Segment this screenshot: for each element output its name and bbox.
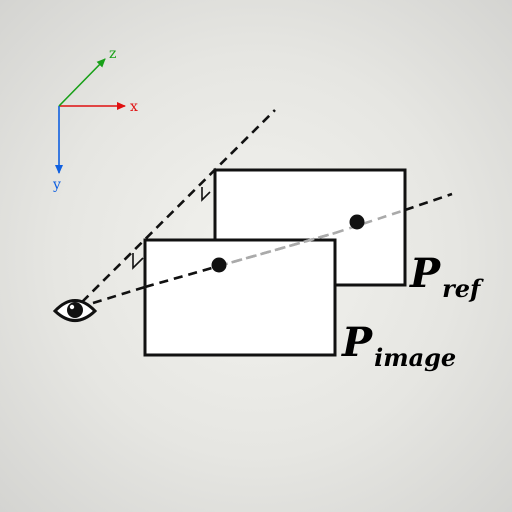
image-plane-label-sub: image (374, 343, 456, 372)
x-axis-label: x (130, 99, 138, 115)
reference-plane-label-sub: ref (442, 274, 484, 303)
coordinate-axes: x y z (52, 46, 138, 193)
image-plane-label: Pimage (341, 319, 456, 372)
projection-ray-far (404, 192, 453, 212)
reference-plane-label: Pref (409, 250, 484, 303)
frustum-bracket-near (132, 253, 144, 270)
reference-plane-label-main: P (409, 250, 442, 297)
projection-ray-ref-visible (218, 231, 336, 268)
projection-ray-image-visible (144, 264, 220, 289)
image-point (211, 257, 227, 273)
frustum-bracket-far (201, 187, 211, 202)
frustum-edge (81, 109, 276, 303)
eye-icon (52, 299, 98, 322)
z-axis-label: z (109, 46, 116, 62)
image-plane-label-main: P (341, 319, 374, 366)
image-plane (143, 238, 337, 357)
z-axis-arrow (58, 58, 106, 107)
reference-point (349, 214, 365, 230)
y-axis-label: y (52, 177, 61, 193)
projection-ray-near (92, 285, 146, 305)
projection-ray-hidden (334, 208, 406, 235)
